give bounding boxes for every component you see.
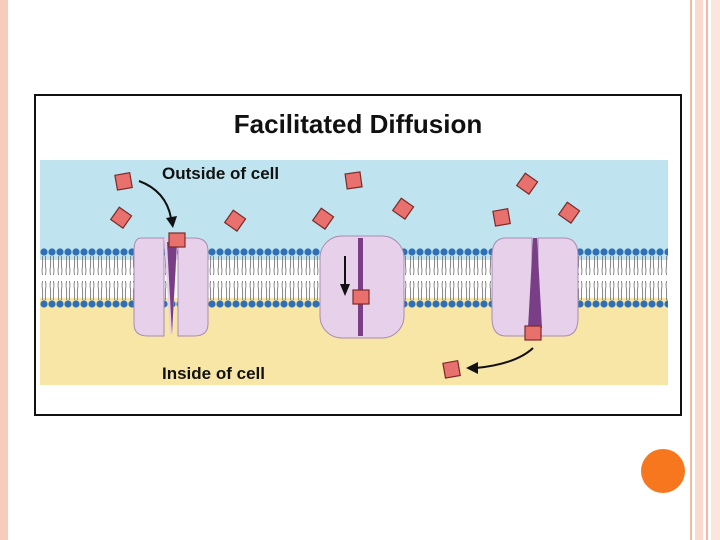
slide-right-stripe: [711, 0, 720, 540]
slide-right-stripe: [695, 0, 703, 540]
solute-molecule: [223, 209, 247, 232]
solute-molecule: [524, 325, 542, 341]
carrier-protein-transporting: [319, 235, 405, 339]
solute-molecule: [109, 206, 133, 229]
solute-molecule: [557, 201, 581, 224]
arrow-head: [340, 284, 350, 296]
diagram-title: Facilitated Diffusion: [233, 109, 483, 139]
arrow-into-cytoplasm: [475, 347, 534, 369]
solute-molecule: [492, 208, 511, 227]
solute-molecule: [352, 289, 370, 305]
solute-molecule: [344, 171, 363, 190]
slide-right-stripe: [690, 0, 692, 540]
outside-cell-label: Outside of cell: [162, 164, 280, 183]
arrow-into-protein: [138, 180, 172, 219]
slide-accent-dot: [641, 449, 685, 493]
solute-molecule: [391, 197, 415, 220]
transport-diagram: [109, 171, 581, 379]
arrow-head: [466, 362, 478, 374]
diagram-figure: Facilitated Diffusion: [34, 94, 682, 416]
slide-left-edge: [0, 0, 8, 540]
solute-molecule: [168, 232, 186, 248]
solute-molecule: [114, 172, 133, 191]
carrier-protein-open-outside: [133, 237, 209, 337]
inside-cell-label: Inside of cell: [162, 364, 265, 383]
carrier-protein-open-inside: [491, 237, 579, 337]
arrow-head: [166, 216, 177, 228]
solute-molecule: [311, 207, 335, 230]
solute-molecule: [515, 172, 539, 195]
solute-molecule: [442, 360, 461, 379]
slide-right-stripe: [706, 0, 708, 540]
